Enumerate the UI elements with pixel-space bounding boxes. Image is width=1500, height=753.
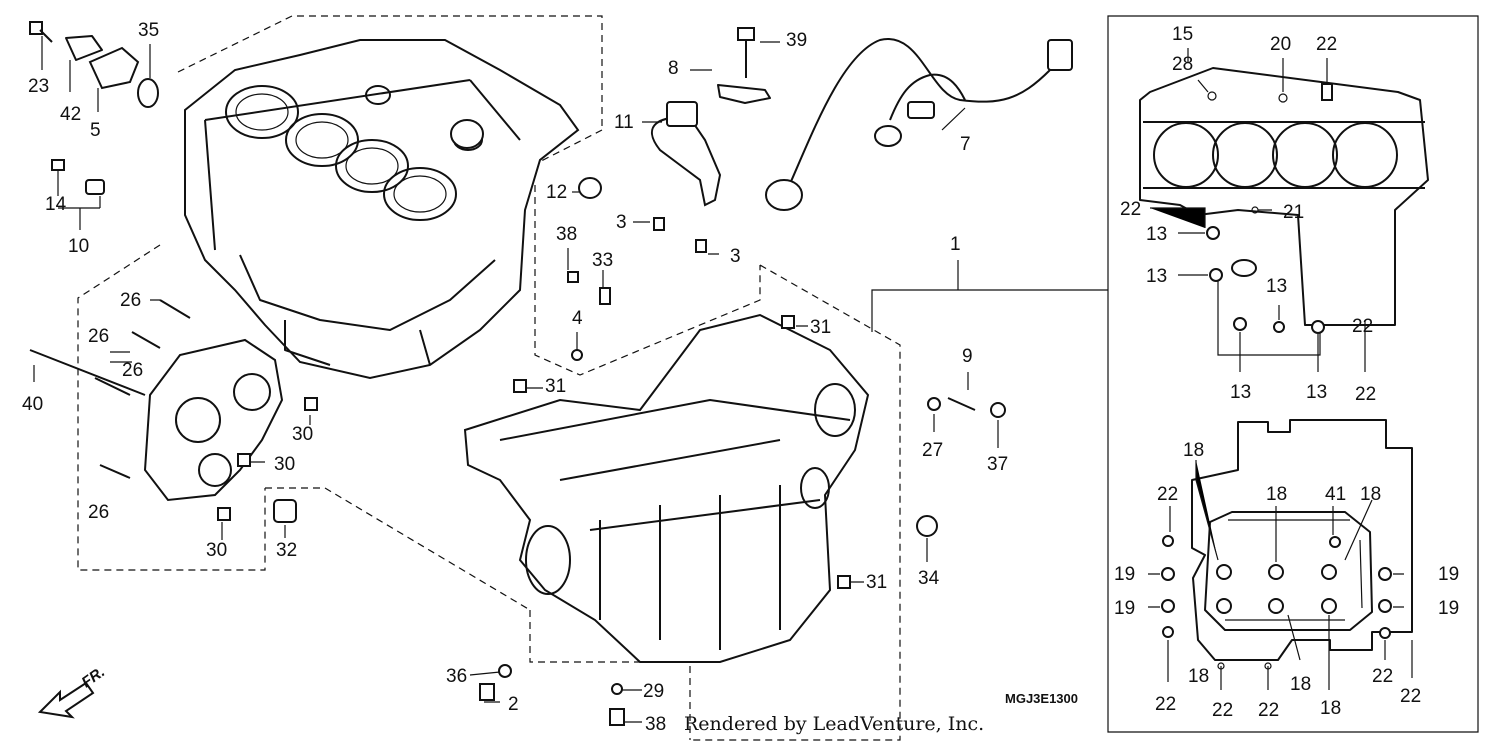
assembly-bracket — [871, 289, 1108, 332]
part-number-label: 2 — [508, 694, 519, 715]
part-number-label: 33 — [592, 250, 613, 271]
part-number-label: 42 — [60, 104, 81, 125]
part-number-label: 22 — [1372, 666, 1393, 687]
part-number-label: 5 — [90, 120, 101, 141]
upper-crankcase — [184, 39, 580, 380]
leader-lines — [33, 36, 1413, 723]
part-number-label: 11 — [614, 112, 634, 133]
part-number-label: 30 — [274, 454, 295, 475]
part-number-label: 19 — [1438, 564, 1459, 585]
part-number-label: 27 — [922, 440, 943, 461]
part-number-label: 22 — [1258, 700, 1279, 721]
part-number-label: 7 — [960, 134, 971, 155]
part-number-label: 22 — [1155, 694, 1176, 715]
part-number-label: 38 — [645, 714, 666, 735]
wire-harness — [765, 37, 1073, 211]
part-number-label: 29 — [643, 681, 664, 702]
lower-crankcase — [463, 313, 870, 663]
part-number-label: 36 — [446, 666, 467, 687]
part-number-label: 19 — [1114, 564, 1135, 585]
part-number-label: 21 — [1283, 202, 1304, 223]
part-number-label: 26 — [120, 290, 141, 311]
part-number-label: 19 — [1438, 598, 1459, 619]
part-number-label: 32 — [276, 540, 297, 561]
part-number-label: 12 — [546, 182, 567, 203]
part-number-label: 19 — [1114, 598, 1135, 619]
diagram-code: MGJ3E1300 — [1005, 691, 1078, 706]
detail-upper-case — [1139, 67, 1429, 356]
part-number-label: 34 — [918, 568, 940, 589]
part-number-label: 18 — [1266, 484, 1287, 505]
part-number-label: 13 — [1266, 276, 1287, 297]
detail-hardware — [1161, 83, 1392, 670]
part-number-label: 30 — [206, 540, 227, 561]
part-number-label: 38 — [556, 224, 577, 245]
part-number-label: 37 — [987, 454, 1008, 475]
part-number-label: 22 — [1355, 384, 1376, 405]
front-direction-arrow-icon: FR. — [37, 663, 108, 719]
part-number-label: 18 — [1188, 666, 1209, 687]
part-number-label: 3 — [730, 246, 741, 267]
part-number-label: 22 — [1352, 316, 1373, 337]
part-number-label: 20 — [1270, 34, 1291, 55]
lower-crankcase-frame — [529, 610, 691, 740]
part-number-label: 26 — [88, 502, 109, 523]
part-number-label: 22 — [1316, 34, 1337, 55]
part-number-label: 40 — [22, 394, 43, 415]
part-number-label: 8 — [668, 58, 679, 79]
part-number-label: 31 — [866, 572, 887, 593]
part-number-label: 22 — [1212, 700, 1233, 721]
detail-frame — [1107, 15, 1479, 733]
part-number-label: 31 — [810, 317, 831, 338]
part-number-label: 13 — [1146, 266, 1167, 287]
part-number-label: 28 — [1172, 54, 1193, 75]
part-number-label: 15 — [1172, 24, 1193, 45]
part-number-label: 13 — [1146, 224, 1167, 245]
part-number-label: 13 — [1306, 382, 1327, 403]
upper-crankcase-frame — [77, 15, 603, 611]
part-number-label: 23 — [28, 76, 49, 97]
part-number-label: 18 — [1360, 484, 1381, 505]
part-number-label: 22 — [1400, 686, 1421, 707]
detail-lower-case — [1191, 419, 1413, 661]
part-number-label: 18 — [1183, 440, 1204, 461]
group-frames — [77, 15, 1479, 741]
part-number-label: 22 — [1120, 199, 1141, 220]
part-number-label: 41 — [1325, 484, 1346, 505]
part-labels: 2342535141039811712333833413131312626264… — [22, 20, 1459, 735]
part-number-label: 3 — [616, 212, 627, 233]
small-parts — [51, 27, 771, 207]
part-number-label: 26 — [88, 326, 109, 347]
part-number-label: 39 — [786, 30, 807, 51]
part-number-label: 35 — [138, 20, 159, 41]
part-number-label: 10 — [68, 236, 89, 257]
render-credit: Rendered by LeadVenture, Inc. — [684, 713, 984, 735]
part-number-label: 26 — [122, 360, 143, 381]
part-number-label: 18 — [1290, 674, 1311, 695]
part-number-label: 22 — [1157, 484, 1178, 505]
part-number-label: 1 — [950, 234, 961, 255]
part-number-label: 30 — [292, 424, 313, 445]
part-number-label: 31 — [545, 376, 566, 397]
part-number-label: 13 — [1230, 382, 1251, 403]
part-number-label: 9 — [962, 346, 973, 367]
part-number-label: 14 — [45, 194, 67, 215]
sensor-frame — [534, 185, 901, 741]
part-number-label: 4 — [572, 308, 583, 329]
crankcase-cover — [143, 338, 284, 502]
part-number-label: 18 — [1320, 698, 1341, 719]
